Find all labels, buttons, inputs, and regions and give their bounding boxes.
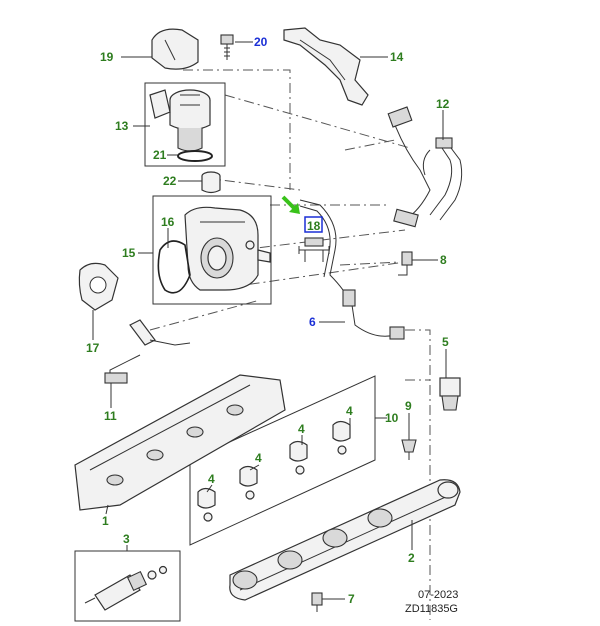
callout-2: 2 (408, 551, 415, 565)
part-12-fuel-lines (387, 106, 463, 228)
part-1-manifold-cover (74, 374, 286, 511)
callout-1: 1 (102, 514, 109, 528)
part-16-gasket (157, 240, 191, 294)
part-7-bolt (311, 592, 323, 612)
callout-4-d: 4 (208, 472, 215, 486)
part-19-pump-cover (151, 28, 199, 70)
callout-9: 9 (405, 399, 412, 413)
callout-labels: 19 20 14 12 13 21 22 16 18 15 8 6 5 17 9… (86, 35, 450, 606)
footer-ref: ZD11835G (405, 603, 458, 615)
callout-15: 15 (122, 246, 136, 260)
part-4-clip-set-upper (289, 420, 351, 475)
part-17-gasket (78, 262, 119, 311)
callout-20: 20 (254, 35, 268, 49)
callout-5: 5 (442, 335, 449, 349)
part-15-pump-bracket (184, 206, 271, 291)
callout-4-a: 4 (346, 404, 353, 418)
callout-6: 6 (309, 315, 316, 329)
clip-set-box (189, 375, 376, 546)
part-9-bolt (401, 439, 417, 460)
part-8-bolt (398, 251, 413, 276)
part-3-injector (84, 565, 168, 611)
part-14-heat-shield (283, 27, 369, 106)
part-20-bolt (220, 34, 234, 60)
part-11-sensor-harness (104, 319, 191, 384)
highlight-arrow-icon (281, 195, 300, 214)
callout-8: 8 (440, 253, 447, 267)
bracket-group-box (152, 195, 272, 305)
part-5-pressure-sensor (439, 377, 461, 411)
part-18-stud (298, 237, 330, 262)
part-6-high-pressure-pipe (299, 199, 405, 340)
routing-lines (149, 69, 431, 620)
part-4-clip-set-lower (197, 465, 258, 522)
callout-4-b: 4 (298, 422, 305, 436)
callout-13: 13 (115, 119, 129, 133)
callout-11: 11 (104, 409, 117, 423)
callout-21: 21 (153, 148, 167, 162)
pump-group-box (144, 82, 226, 167)
part-21-o-ring (177, 150, 213, 162)
callout-18: 18 (307, 219, 321, 233)
callout-14: 14 (390, 50, 404, 64)
callout-17: 17 (86, 341, 100, 355)
callout-7: 7 (348, 592, 355, 606)
callout-18-box (304, 216, 323, 233)
callout-10: 10 (385, 411, 399, 425)
callout-3: 3 (123, 532, 130, 546)
part-22-tappet (201, 171, 221, 194)
footer-date: 07-2023 (418, 589, 458, 601)
leader-lines (92, 41, 447, 600)
callout-12: 12 (436, 97, 450, 111)
callout-19: 19 (100, 50, 114, 64)
callout-16: 16 (161, 215, 175, 229)
callout-22: 22 (163, 174, 177, 188)
part-13-fuel-pump (149, 89, 211, 152)
part-2-fuel-rail (229, 479, 461, 601)
callout-4-c: 4 (255, 451, 262, 465)
